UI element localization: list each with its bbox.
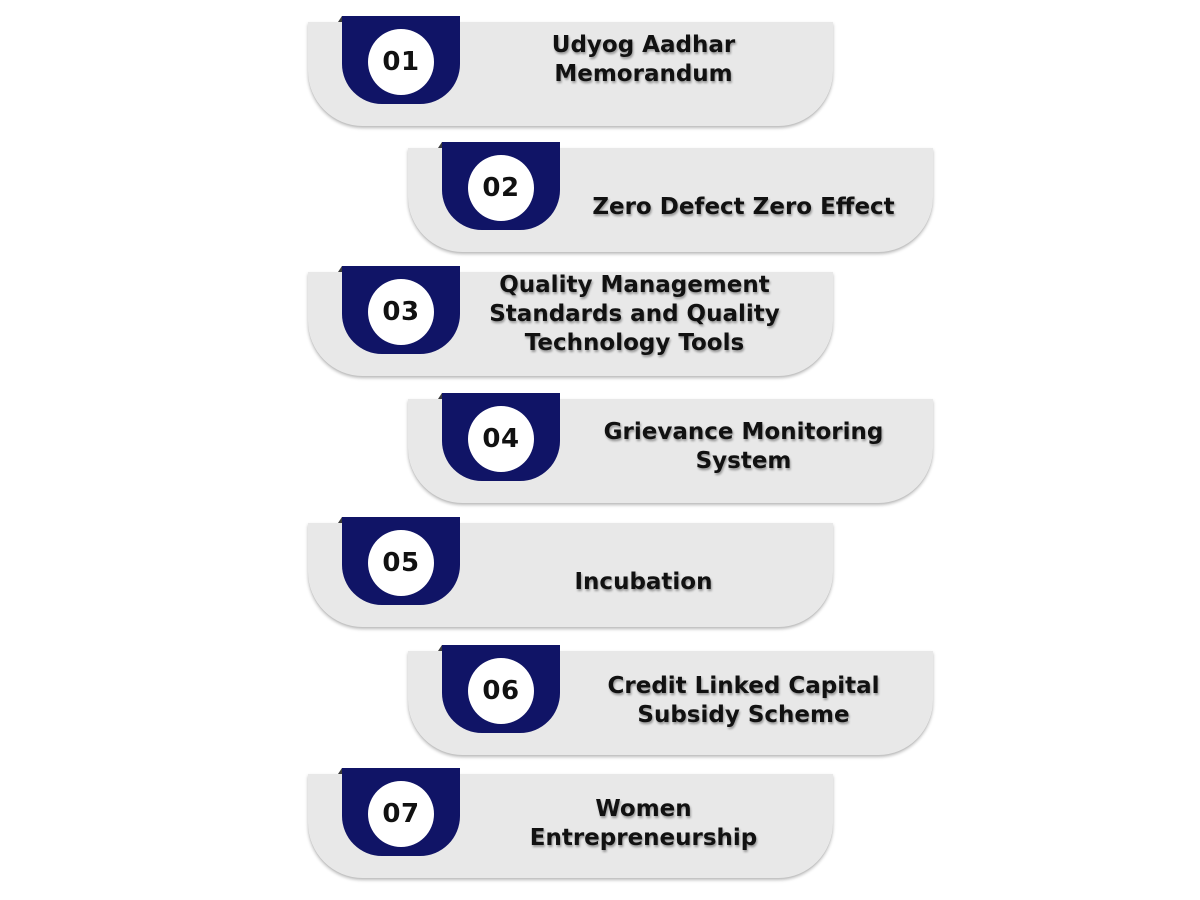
step-label-wrap: Women Entrepreneurship [466,774,821,878]
tab-fold [338,16,342,22]
step-label: Grievance Monitoring System [603,419,884,474]
tab-fold [338,768,342,774]
step-label: Quality Management Standards and Quality… [489,271,780,356]
tab-fold [438,645,442,651]
step-card-06: 06 Credit Linked Capital Subsidy Scheme [408,645,933,755]
step-number: 02 [468,155,534,221]
step-label: Zero Defect Zero Effect [592,193,895,220]
tab-fold [338,517,342,523]
step-number: 07 [368,781,434,847]
step-label: Women Entrepreneurship [529,796,758,851]
tab-fold [438,393,442,399]
number-tab: 01 [342,16,460,104]
step-label-wrap: Grievance Monitoring System [566,399,921,503]
step-label: Credit Linked Capital Subsidy Scheme [607,673,880,728]
number-tab: 05 [342,517,460,605]
step-card-05: 05 Incubation [308,517,833,627]
step-card-02: 02 Zero Defect Zero Effect [408,142,933,252]
step-card-07: 07 Women Entrepreneurship [308,768,833,878]
step-label-wrap: Udyog Aadhar Memorandum [466,22,821,126]
step-label-wrap: Zero Defect Zero Effect [566,148,921,252]
step-label-wrap: Quality Management Standards and Quality… [448,272,821,376]
step-number: 05 [368,530,434,596]
number-tab: 04 [442,393,560,481]
number-tab: 03 [342,266,460,354]
step-number: 03 [368,279,434,345]
number-tab: 06 [442,645,560,733]
tab-fold [438,142,442,148]
step-label: Incubation [574,568,713,595]
step-card-01: 01 Udyog Aadhar Memorandum [308,16,833,126]
step-label: Udyog Aadhar Memorandum [551,32,736,87]
step-number: 04 [468,406,534,472]
step-label-wrap: Incubation [466,523,821,627]
tab-fold [338,266,342,272]
number-tab: 02 [442,142,560,230]
step-number: 06 [468,658,534,724]
step-label-wrap: Credit Linked Capital Subsidy Scheme [566,651,921,755]
number-tab: 07 [342,768,460,856]
step-card-03: 03 Quality Management Standards and Qual… [308,266,833,376]
step-card-04: 04 Grievance Monitoring System [408,393,933,503]
step-number: 01 [368,29,434,95]
